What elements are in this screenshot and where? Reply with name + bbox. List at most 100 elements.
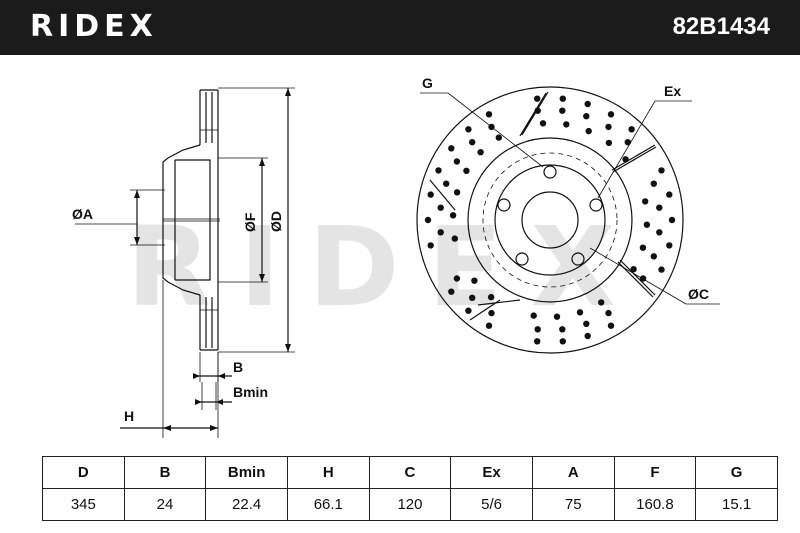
- drill-hole: [642, 198, 649, 205]
- drill-hole: [605, 123, 612, 131]
- value-h: 66.1: [286, 488, 370, 521]
- drill-hole: [559, 326, 566, 333]
- drill-hole: [534, 95, 541, 102]
- drill-hole: [658, 167, 665, 174]
- drill-hole: [485, 322, 493, 329]
- lug-hole: [543, 165, 557, 179]
- label-d: ØD: [268, 211, 284, 232]
- drill-hole: [427, 191, 434, 198]
- dimension-a: ØA: [72, 189, 165, 246]
- drill-hole: [624, 139, 631, 146]
- lug-hole: [497, 198, 511, 212]
- drill-hole: [449, 212, 457, 219]
- drill-hole: [488, 309, 495, 317]
- lug-hole: [571, 252, 585, 266]
- value-bmin: 22.4: [205, 488, 288, 521]
- value-a: 75: [531, 488, 615, 521]
- header-c: C: [368, 456, 452, 489]
- dimension-ex: Ex: [597, 83, 692, 199]
- drill-hole: [628, 126, 635, 133]
- drill-hole: [598, 299, 605, 306]
- spec-table: D B Bmin H C Ex A F G 345 24 22.4 66.1 1…: [42, 456, 778, 521]
- header-bmin: Bmin: [205, 456, 288, 489]
- drill-hole: [605, 309, 612, 317]
- drill-hole: [630, 266, 637, 273]
- drill-hole: [559, 95, 566, 102]
- drill-holes: [424, 95, 676, 345]
- drill-hole: [559, 107, 566, 114]
- drill-hole: [650, 180, 657, 187]
- side-profile-view: [162, 89, 220, 351]
- header-bar: RIDEX 82B1434: [0, 0, 800, 55]
- drill-hole: [563, 121, 570, 128]
- drill-hole: [463, 167, 470, 174]
- drill-hole: [487, 293, 495, 301]
- drill-hole: [666, 242, 673, 249]
- dimension-bmin: Bmin: [195, 382, 268, 410]
- header-a: A: [531, 456, 615, 489]
- drill-hole: [585, 127, 592, 135]
- value-b: 24: [123, 488, 207, 521]
- drill-hole: [427, 242, 434, 249]
- drill-hole: [539, 120, 547, 127]
- brand-logo: RIDEX: [30, 9, 158, 44]
- drill-hole: [448, 288, 455, 295]
- drill-hole: [576, 309, 584, 316]
- watermark: RIDEX: [127, 203, 644, 331]
- label-b: B: [233, 359, 243, 375]
- label-f: ØF: [242, 212, 258, 232]
- drill-hole: [583, 113, 590, 120]
- drill-hole: [453, 189, 461, 196]
- drill-hole: [477, 149, 484, 156]
- drill-hole: [469, 294, 476, 301]
- drill-hole: [650, 253, 657, 260]
- drill-hole: [451, 235, 458, 242]
- value-ex: 5/6: [450, 488, 533, 521]
- dimension-f: ØF: [218, 157, 268, 283]
- lug-hole: [589, 198, 603, 212]
- label-c: ØC: [688, 286, 709, 302]
- label-ex: Ex: [664, 83, 681, 99]
- drill-hole: [534, 338, 541, 345]
- value-d: 345: [42, 488, 125, 521]
- value-f: 160.8: [613, 488, 697, 521]
- dimension-c: ØC: [589, 247, 720, 305]
- drill-hole: [605, 139, 613, 147]
- dimension-d: ØD: [218, 87, 295, 353]
- drill-hole: [437, 204, 444, 211]
- drill-hole: [465, 126, 472, 133]
- header-b: B: [123, 456, 207, 489]
- drill-hole: [453, 158, 461, 165]
- header-f: F: [613, 456, 697, 489]
- front-view: [416, 86, 684, 354]
- value-g: 15.1: [695, 488, 778, 521]
- drill-hole: [607, 322, 615, 329]
- drill-hole: [643, 221, 651, 228]
- drill-hole: [469, 139, 476, 146]
- drill-hole: [656, 229, 663, 236]
- drill-hole: [666, 191, 673, 198]
- header-ex: Ex: [450, 456, 533, 489]
- header-d: D: [42, 456, 125, 489]
- spec-value-row: 345 24 22.4 66.1 120 5/6 75 160.8 15.1: [42, 488, 778, 521]
- drill-hole: [559, 338, 566, 345]
- drill-hole: [530, 312, 537, 319]
- drill-hole: [639, 244, 647, 251]
- drill-hole: [495, 134, 502, 141]
- drill-hole: [553, 313, 561, 320]
- drill-hole: [534, 107, 541, 114]
- drill-hole: [622, 156, 629, 163]
- label-g: G: [422, 75, 433, 91]
- drill-hole: [448, 145, 455, 152]
- drill-hole: [437, 229, 444, 236]
- drill-hole: [656, 204, 663, 211]
- lug-hole: [515, 252, 529, 266]
- technical-drawing: RIDEX ØA ØF ØD: [72, 75, 720, 438]
- drill-hole: [668, 216, 676, 224]
- drill-hole: [443, 180, 450, 187]
- drill-hole: [658, 266, 665, 273]
- drill-hole: [465, 307, 472, 314]
- drill-hole: [607, 111, 615, 118]
- label-a: ØA: [72, 206, 93, 222]
- header-g: G: [695, 456, 778, 489]
